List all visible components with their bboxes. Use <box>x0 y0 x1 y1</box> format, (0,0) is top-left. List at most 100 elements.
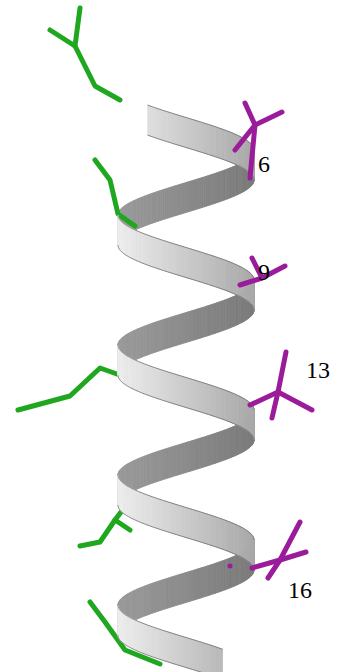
ribbon-edge <box>239 135 240 137</box>
ribbon-edge <box>120 350 122 352</box>
ribbon-edge <box>130 257 131 259</box>
ribbon-edge <box>177 114 179 116</box>
ribbon-edge <box>229 391 231 393</box>
ribbon-edge <box>124 354 126 356</box>
ribbon-edge <box>221 648 223 650</box>
ribbon-edge <box>187 637 189 639</box>
ribbon-edge <box>247 300 249 302</box>
ribbon-edge <box>199 281 201 283</box>
ribbon-edge <box>163 370 165 372</box>
ribbon-edge <box>143 233 145 235</box>
ribbon-edge <box>121 351 123 353</box>
ribbon-edge <box>131 257 132 259</box>
ribbon-edge <box>151 496 153 498</box>
ribbon-edge <box>201 252 203 254</box>
ribbon-edge <box>133 649 134 651</box>
ribbon-edge <box>119 479 120 481</box>
ribbon-edge <box>232 132 233 134</box>
ribbon-edge <box>187 507 189 509</box>
ribbon-edge <box>118 346 119 348</box>
ribbon-edge <box>243 298 244 300</box>
ribbon-edge <box>193 249 195 251</box>
ribbon-edge <box>120 381 122 383</box>
side-chain-stick <box>50 30 120 100</box>
ribbon-edge <box>127 256 128 258</box>
ribbon-edge <box>185 377 187 379</box>
ribbon-edge <box>197 280 199 282</box>
ribbon-edge <box>128 356 129 358</box>
ribbon-edge <box>119 348 120 350</box>
ribbon-edge <box>169 242 171 244</box>
ribbon-edge <box>217 157 219 159</box>
ribbon-edge <box>248 141 250 143</box>
ribbon-edge <box>118 376 119 378</box>
ribbon-edge <box>247 430 249 432</box>
ribbon-edge <box>249 302 251 304</box>
ribbon-edge <box>158 138 160 140</box>
ribbon-edge <box>191 508 193 510</box>
ribbon-edge <box>219 648 221 650</box>
ribbon-edge <box>154 397 156 399</box>
ribbon-edge <box>243 428 244 430</box>
ribbon-edge <box>199 641 201 643</box>
ribbon-edge <box>133 619 134 621</box>
ribbon-edge <box>219 418 221 420</box>
ribbon-edge <box>229 421 231 423</box>
ribbon-edge <box>195 120 197 122</box>
ribbon-piece <box>120 611 122 642</box>
ribbon-edge <box>244 298 246 300</box>
ribbon-piece <box>125 355 127 386</box>
ribbon-edge <box>118 345 119 347</box>
ribbon-edge <box>144 393 146 395</box>
ribbon-edge <box>201 671 203 672</box>
ribbon-edge <box>235 264 236 266</box>
ribbon-edge <box>167 631 169 633</box>
ribbon-edge <box>214 516 216 518</box>
ribbon-edge <box>189 148 191 150</box>
ribbon-edge <box>226 520 228 522</box>
ribbon-edge <box>119 249 120 251</box>
side-chain-stick <box>255 112 282 125</box>
ribbon-piece <box>253 280 254 311</box>
ribbon-edge <box>165 111 167 113</box>
ribbon-edge <box>118 478 119 480</box>
ribbon-edge <box>193 639 195 641</box>
ribbon-edge <box>118 377 119 379</box>
ribbon-edge <box>239 295 240 297</box>
ribbon-edge <box>243 558 244 560</box>
ribbon-edge <box>119 248 120 250</box>
ribbon-edge <box>208 644 210 646</box>
ribbon-edge <box>206 253 208 255</box>
ribbon-edge <box>191 638 193 640</box>
ribbon-edge <box>185 247 187 249</box>
ribbon-edge <box>118 507 119 509</box>
ribbon-piece <box>248 532 250 563</box>
ribbon-edge <box>141 262 143 264</box>
ribbon-edge <box>153 496 155 498</box>
ribbon-edge <box>127 615 128 617</box>
ribbon-edge <box>124 484 126 486</box>
ribbon-edge <box>250 433 252 435</box>
ribbon-edge <box>199 541 201 543</box>
ribbon-edge <box>175 534 177 536</box>
ribbon-edge <box>181 245 183 247</box>
ribbon-edge <box>153 366 155 368</box>
ribbon-edge <box>144 363 146 365</box>
ribbon-edge <box>118 348 119 350</box>
ribbon-edge <box>167 271 169 273</box>
ribbon-edge <box>248 271 250 273</box>
ribbon-edge <box>151 626 153 628</box>
ribbon-edge <box>163 400 165 402</box>
ribbon-edge <box>156 138 158 140</box>
ribbon-edge <box>119 639 120 641</box>
ribbon-edge <box>248 561 250 563</box>
ribbon-edge <box>118 346 119 348</box>
ribbon-piece <box>122 483 124 514</box>
ribbon-piece <box>245 400 247 431</box>
ribbon-edge <box>167 501 169 503</box>
ribbon-edge <box>179 145 181 147</box>
ribbon-edge <box>138 651 139 653</box>
ribbon-edge <box>123 513 125 515</box>
ribbon-edge <box>195 280 197 282</box>
ribbon-edge <box>224 289 226 291</box>
